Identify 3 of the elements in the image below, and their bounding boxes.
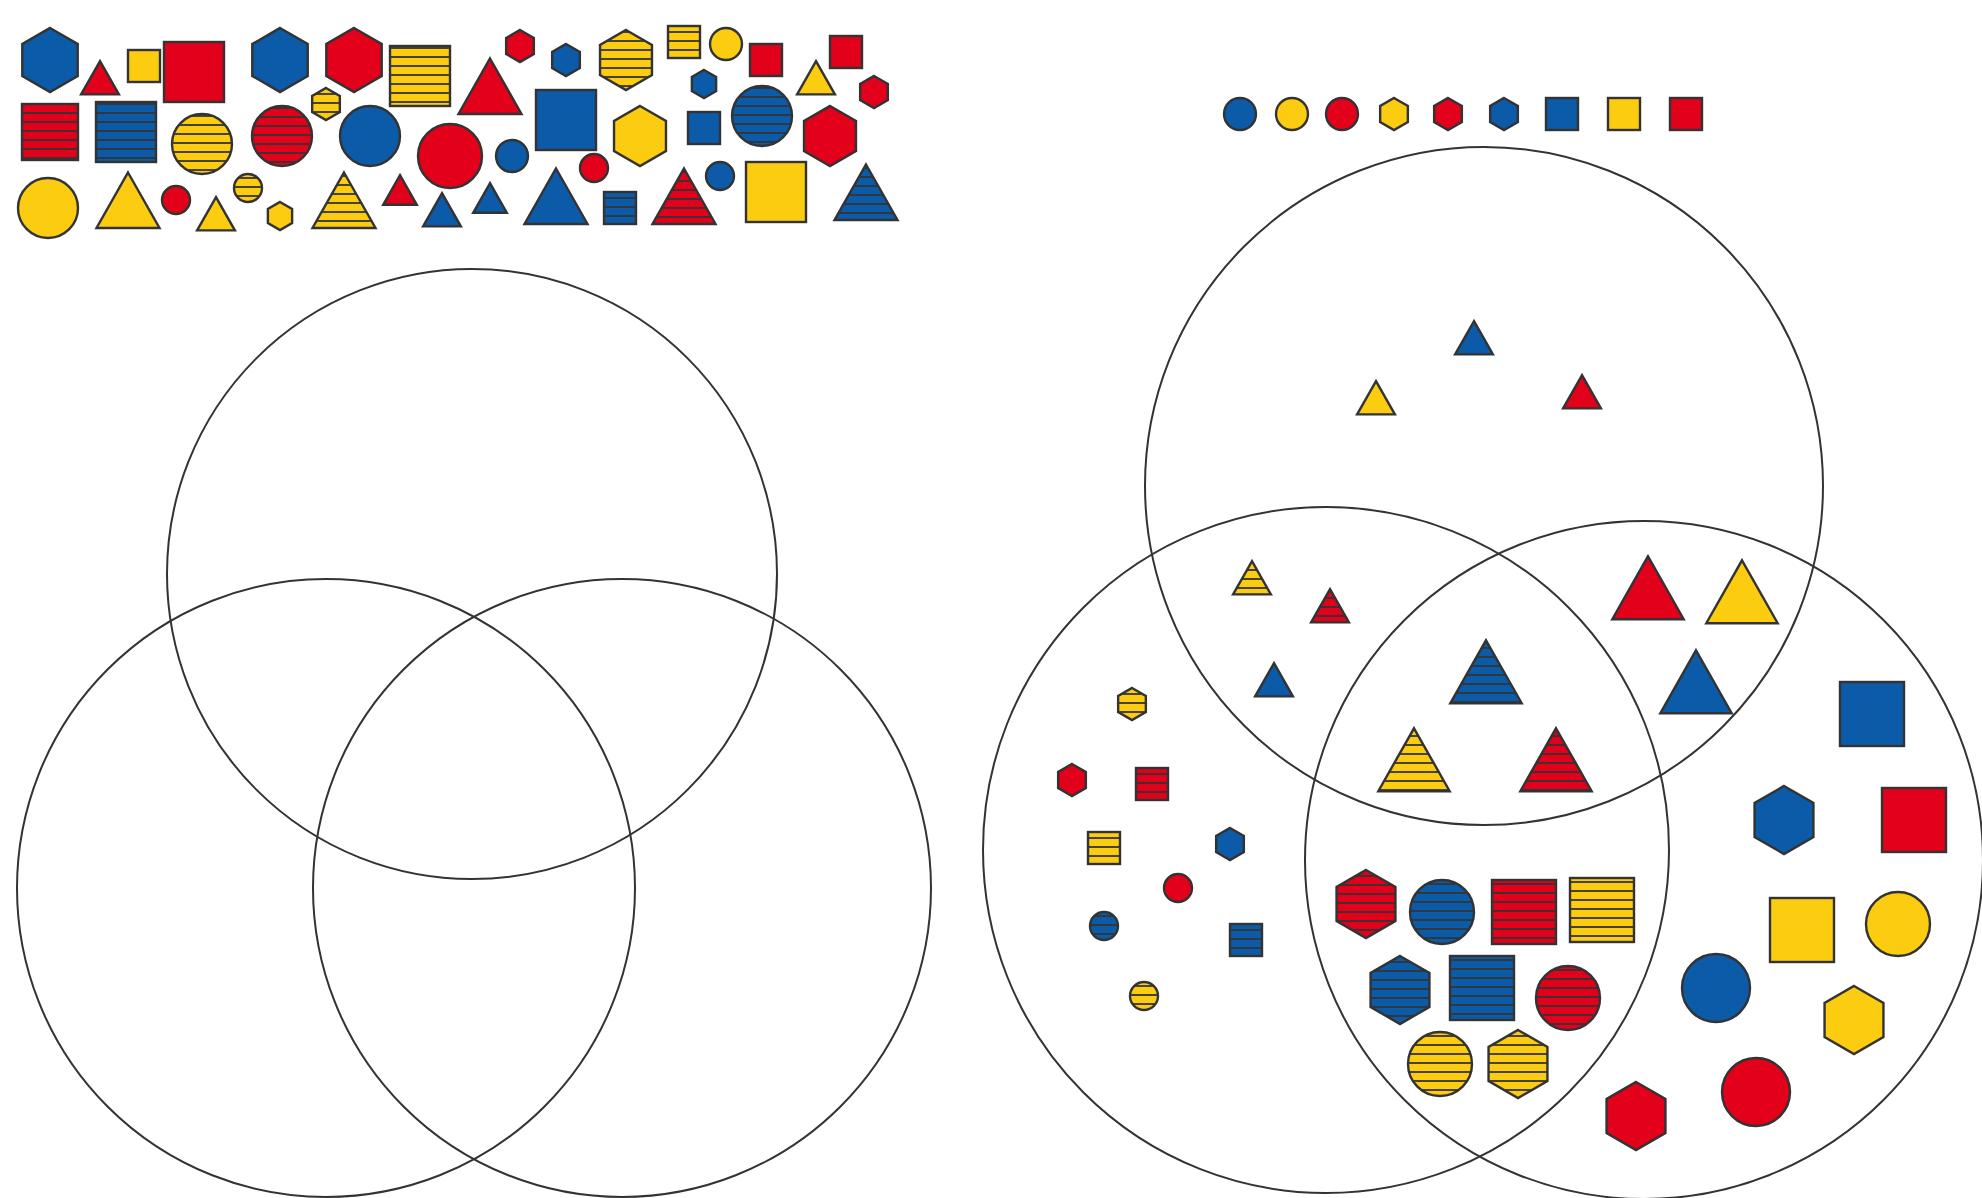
venn-circle [312,578,932,1198]
venn-circle [166,268,778,880]
venn-circle [16,578,636,1198]
